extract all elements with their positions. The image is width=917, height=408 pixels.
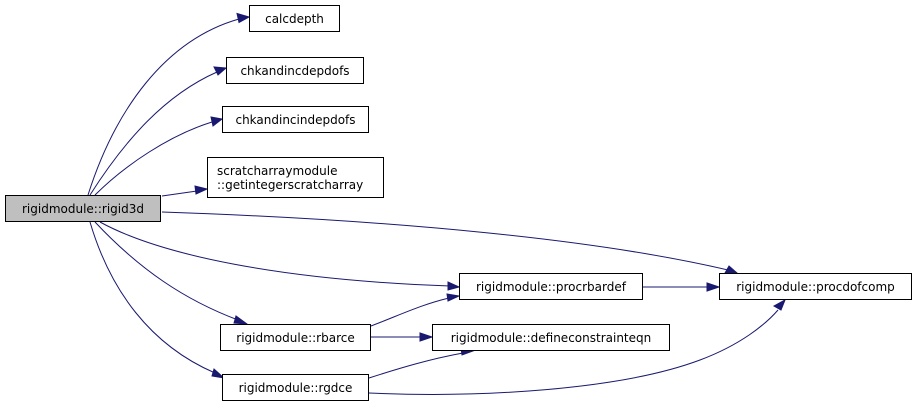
edge-line [370, 297, 450, 327]
edge-rigid3d-to-getintegerscratcharray [161, 185, 209, 197]
node-calcdepth[interactable]: calcdepth [249, 5, 340, 32]
node-chkandincindepdofs[interactable]: chkandincindepdofs [222, 106, 369, 133]
node-label: chkandincdepdofs [240, 63, 350, 78]
node-label: rigidmodule::procrbardef [476, 279, 626, 294]
edge-rgdce-to-procdofcomp [368, 298, 786, 395]
edge-line [161, 211, 729, 271]
edge-line [161, 190, 198, 197]
edge-rigid3d-to-procdofcomp [161, 211, 739, 274]
node-label: rigidmodule::rgdce [238, 380, 353, 395]
edge-rigid3d-to-rgdce [89, 221, 226, 379]
edge-rigid3d-to-procrbardef [99, 221, 461, 291]
edge-procrbardef-to-procdofcomp [643, 282, 721, 292]
edge-rigid3d-to-chkandincdepdofs [89, 66, 228, 196]
node-rigidmodule-rgdce[interactable]: rigidmodule::rgdce [222, 374, 369, 401]
edge-arrowhead [236, 12, 251, 24]
edge-arrowhead [706, 282, 721, 292]
edge-arrowhead [213, 66, 228, 76]
edge-line [89, 221, 216, 374]
node-rigidmodule-procrbardef[interactable]: rigidmodule::procrbardef [459, 273, 643, 300]
node-chkandincdepdofs[interactable]: chkandincdepdofs [226, 57, 364, 84]
edge-arrowhead [447, 281, 461, 291]
node-rigidmodule-defineconstrainteqn[interactable]: rigidmodule::defineconstrainteqn [432, 324, 670, 351]
edge-rigid3d-to-rbarce [94, 221, 249, 325]
edge-line [89, 71, 218, 196]
edge-arrowhead [772, 298, 786, 311]
node-scratcharraymodule-getintegerscratcharray[interactable]: scratcharraymodule ::getintegerscratchar… [207, 157, 384, 198]
node-label: rigidmodule::rbarce [236, 330, 355, 345]
edge-line [99, 221, 451, 287]
edges-layer [87, 12, 786, 395]
node-label: rigidmodule::procdofcomp [736, 279, 895, 294]
node-label: rigidmodule::rigid3d [22, 201, 144, 216]
node-label-line2: ::getintegerscratcharray [217, 177, 364, 192]
node-rigidmodule-procdofcomp[interactable]: rigidmodule::procdofcomp [719, 273, 912, 300]
node-label-line1: scratcharraymodule [217, 163, 338, 178]
edge-rigid3d-to-chkandincindepdofs [94, 116, 224, 196]
node-label: chkandincindepdofs [235, 112, 356, 127]
node-label: calcdepth [265, 11, 324, 26]
edge-line [94, 221, 239, 321]
edge-line [368, 352, 464, 379]
node-label: rigidmodule::defineconstrainteqn [450, 330, 652, 345]
edge-rbarce-to-procrbardef [370, 293, 461, 327]
edge-arrowhead [194, 185, 209, 195]
edge-rgdce-to-defineconstrainteqn [368, 347, 475, 379]
node-rigidmodule-rbarce[interactable]: rigidmodule::rbarce [220, 324, 371, 351]
edge-arrowhead [419, 332, 434, 342]
node-rigidmodule-rigid3d: rigidmodule::rigid3d [5, 195, 161, 222]
edge-line [368, 309, 779, 395]
edge-arrowhead [446, 293, 461, 302]
edge-line [94, 121, 213, 196]
edge-rbarce-to-defineconstrainteqn [371, 332, 434, 342]
edge-arrowhead [211, 368, 226, 379]
edge-arrowhead [233, 315, 249, 325]
edge-rigid3d-to-calcdepth [87, 12, 251, 196]
edge-arrowhead [210, 116, 224, 127]
edge-line [87, 18, 240, 196]
edge-arrowhead [724, 265, 739, 274]
